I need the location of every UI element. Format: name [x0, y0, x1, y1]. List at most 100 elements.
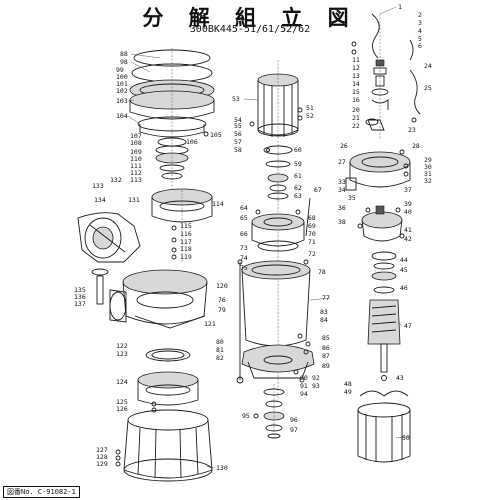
part-label-100: 100 [116, 73, 128, 81]
part-label-103: 103 [116, 97, 128, 105]
part-label-137: 137 [74, 300, 86, 308]
leader-lines [127, 6, 411, 469]
part-label-36: 36 [338, 204, 346, 212]
part-label-61: 61 [294, 172, 302, 180]
part-label-24: 24 [424, 62, 432, 70]
part-label-120: 120 [216, 282, 228, 290]
part-label-108: 108 [130, 139, 142, 147]
part-label-87: 87 [322, 352, 330, 360]
part-label-31: 31 [424, 170, 432, 178]
part-label-118: 118 [180, 245, 192, 253]
part-label-77: 77 [322, 294, 330, 302]
part-label-75: 75 [240, 264, 248, 272]
part-label-48: 48 [344, 380, 352, 388]
part-label-125: 125 [116, 398, 128, 406]
part-label-22: 22 [352, 122, 360, 130]
part-label-60: 60 [294, 146, 302, 154]
mechanical-seal-parts [263, 145, 293, 200]
part-label-62: 62 [294, 184, 302, 192]
part-label-91: 91 [300, 382, 308, 390]
model-number: 300BK445-51/61/52/62 [189, 24, 311, 35]
part-label-84: 84 [320, 316, 328, 324]
part-label-30: 30 [424, 163, 432, 171]
part-label-96: 96 [290, 416, 298, 424]
part-label-21: 21 [352, 114, 360, 122]
part-label-112: 112 [130, 169, 142, 177]
part-label-46: 46 [400, 284, 408, 292]
part-label-90: 90 [300, 374, 308, 382]
part-label-130: 130 [216, 464, 228, 472]
part-label-28: 28 [412, 142, 420, 150]
part-label-113: 113 [130, 176, 142, 184]
part-label-4: 4 [418, 27, 422, 35]
part-label-40: 40 [404, 208, 412, 216]
part-label-107: 107 [130, 132, 142, 140]
part-label-39: 39 [404, 200, 412, 208]
part-label-86: 86 [322, 344, 330, 352]
part-label-54: 54 [234, 116, 242, 124]
strainer-stand [115, 409, 213, 482]
part-label-89: 89 [322, 362, 330, 370]
part-label-132: 132 [110, 176, 122, 184]
part-label-26: 26 [340, 142, 348, 150]
part-label-66: 66 [240, 230, 248, 238]
part-label-45: 45 [400, 266, 408, 274]
drawing-number: 図番No. C-91082-1 [3, 486, 80, 498]
part-label-13: 13 [352, 72, 360, 80]
part-label-97: 97 [290, 426, 298, 434]
part-label-126: 126 [116, 405, 128, 413]
part-label-5: 5 [418, 35, 422, 43]
part-label-119: 119 [180, 253, 192, 261]
part-label-41: 41 [404, 226, 412, 234]
part-label-115: 115 [180, 222, 192, 230]
bearing-housing [251, 197, 311, 252]
part-label-104: 104 [116, 112, 128, 120]
part-label-59: 59 [294, 160, 302, 168]
part-label-53: 53 [232, 95, 240, 103]
part-label-63: 63 [294, 192, 302, 200]
part-label-116: 116 [180, 230, 192, 238]
part-label-121: 121 [204, 320, 216, 328]
part-label-131: 131 [128, 196, 140, 204]
part-label-50: 50 [402, 434, 410, 442]
part-label-71: 71 [308, 238, 316, 246]
part-label-93: 93 [312, 382, 320, 390]
part-label-106: 106 [186, 138, 198, 146]
part-label-73: 73 [240, 244, 248, 252]
lower-bearing-bracket [241, 333, 315, 383]
part-label-111: 111 [130, 162, 142, 170]
part-label-42: 42 [404, 235, 412, 243]
part-label-74: 74 [240, 254, 248, 262]
part-label-99: 99 [116, 66, 124, 74]
part-label-68: 68 [308, 214, 316, 222]
part-label-128: 128 [96, 453, 108, 461]
part-label-49: 49 [344, 388, 352, 396]
part-label-98: 98 [120, 58, 128, 66]
part-label-114: 114 [212, 200, 224, 208]
part-label-133: 133 [92, 182, 104, 190]
stator-winding [357, 390, 411, 463]
part-label-94: 94 [300, 390, 308, 398]
part-label-64: 64 [240, 204, 248, 212]
part-label-58: 58 [234, 146, 242, 154]
part-label-85: 85 [322, 334, 330, 342]
part-label-57: 57 [234, 138, 242, 146]
part-label-47: 47 [404, 322, 412, 330]
part-label-105: 105 [210, 131, 222, 139]
cable-entry [351, 13, 421, 140]
part-label-81: 81 [216, 346, 224, 354]
part-label-135: 135 [74, 286, 86, 294]
part-label-44: 44 [400, 256, 408, 264]
part-label-123: 123 [116, 350, 128, 358]
part-label-33: 33 [338, 178, 346, 186]
impeller-casing [77, 188, 213, 263]
part-label-101: 101 [116, 80, 128, 88]
page-title: 分 解 組 立 図 [142, 5, 358, 30]
part-label-124: 124 [116, 378, 128, 386]
part-label-35: 35 [348, 194, 356, 202]
part-label-56: 56 [234, 130, 242, 138]
part-label-32: 32 [424, 177, 432, 185]
part-label-3: 3 [418, 19, 422, 27]
part-label-72: 72 [308, 250, 316, 258]
